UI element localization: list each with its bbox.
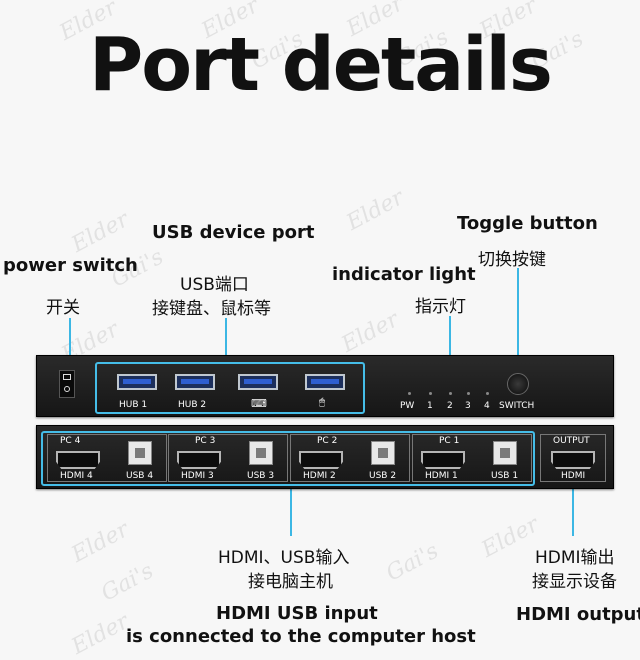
hdmi-usb-input-highlight	[41, 431, 535, 486]
power-switch-mark	[63, 374, 71, 380]
usb-hub1-port[interactable]	[117, 374, 157, 390]
indicator-light-cn: 指示灯	[415, 297, 466, 317]
indicator-2: 2	[447, 401, 453, 411]
usb2-label: USB 2	[369, 471, 397, 481]
toggle-button-cn: 切换按键	[478, 250, 546, 270]
usb-device-port-cn-2: 接键盘、鼠标等	[152, 299, 271, 319]
watermark-text: Elder	[337, 307, 404, 358]
usb4-port[interactable]	[128, 441, 152, 465]
usb-device-port-highlight	[95, 362, 365, 414]
hdmi1-label: HDMI 1	[425, 471, 458, 481]
usb3-port[interactable]	[249, 441, 273, 465]
indicator-led	[408, 392, 411, 395]
usb4-label: USB 4	[126, 471, 154, 481]
pc4-group: PC 4 HDMI 4 USB 4	[47, 434, 167, 482]
hdmi-usb-input-cn-2: 接电脑主机	[248, 572, 333, 592]
connector-line	[572, 488, 574, 536]
hdmi-usb-input-label-2: is connected to the computer host	[126, 626, 476, 647]
usb-hub1-label: HUB 1	[119, 400, 148, 410]
hdmi-output-label-text: HDMI output	[516, 604, 640, 625]
power-switch[interactable]	[59, 370, 75, 398]
indicator-4: 4	[484, 401, 490, 411]
usb3-label: USB 3	[247, 471, 275, 481]
indicator-3: 3	[465, 401, 471, 411]
indicator-1: 1	[427, 401, 433, 411]
power-switch-cn: 开关	[46, 298, 80, 318]
connector-line	[449, 316, 451, 366]
usb-hub2-label: HUB 2	[178, 400, 207, 410]
pc1-group: PC 1 HDMI 1 USB 1	[412, 434, 532, 482]
watermark-text: Elder	[67, 609, 134, 660]
toggle-switch-button[interactable]	[507, 373, 529, 395]
hdmi2-label: HDMI 2	[303, 471, 336, 481]
power-switch-mark	[64, 386, 70, 392]
usb-mouse-port[interactable]	[305, 374, 345, 390]
hdmi-usb-input-label: HDMI USB input	[216, 603, 378, 624]
output-label: OUTPUT	[553, 436, 590, 446]
hdmi-usb-input-cn: HDMI、USB输入	[218, 548, 350, 568]
indicator-led	[449, 392, 452, 395]
pc3-label: PC 3	[195, 436, 216, 446]
pc4-label: PC 4	[60, 436, 81, 446]
connector-line	[517, 268, 519, 368]
usb-device-port-cn: USB端口	[180, 275, 249, 295]
usb2-port[interactable]	[371, 441, 395, 465]
power-switch-label: power switch	[3, 255, 138, 276]
hdmi3-label: HDMI 3	[181, 471, 214, 481]
pc2-label: PC 2	[317, 436, 338, 446]
usb-device-port-label: USB device port	[152, 222, 315, 243]
hdmi-output-cn-2: 接显示设备	[532, 572, 617, 592]
indicator-led	[429, 392, 432, 395]
page-title: Port details	[89, 22, 553, 108]
switch-label: SWITCH	[499, 401, 535, 411]
connector-line	[290, 488, 292, 536]
watermark-text: Elder	[342, 185, 409, 236]
hdmi2-port[interactable]	[299, 451, 343, 469]
indicator-light-label: indicator light	[332, 264, 476, 285]
indicator-led	[467, 392, 470, 395]
hdmi4-label: HDMI 4	[60, 471, 93, 481]
usb-keyboard-port[interactable]	[238, 374, 278, 390]
usb1-label: USB 1	[491, 471, 519, 481]
watermark-text: Gai's	[97, 558, 158, 607]
hdmi-output-port[interactable]	[551, 451, 595, 469]
watermark-text: Gai's	[382, 538, 443, 587]
watermark-text: Elder	[67, 517, 134, 568]
usb1-port[interactable]	[493, 441, 517, 465]
mouse-icon: 🖱	[319, 397, 325, 408]
hdmi-output-cn: HDMI输出	[535, 548, 615, 568]
usb-hub2-port[interactable]	[175, 374, 215, 390]
watermark-text: Elder	[477, 512, 544, 563]
front-panel: HUB 1 HUB 2 ⌨ 🖱 PW 1 2 3 4 SWITCH	[36, 355, 614, 417]
pc3-group: PC 3 HDMI 3 USB 3	[168, 434, 288, 482]
connector-line	[69, 318, 71, 362]
output-group: OUTPUT HDMI	[540, 434, 606, 482]
toggle-button-label: Toggle button	[457, 213, 598, 234]
rear-panel: PC 4 HDMI 4 USB 4 PC 3 HDMI 3 USB 3 PC 2…	[36, 425, 614, 489]
hdmi4-port[interactable]	[56, 451, 100, 469]
watermark-text: Elder	[67, 207, 134, 258]
pc1-label: PC 1	[439, 436, 460, 446]
connector-line	[225, 318, 227, 360]
hdmi3-port[interactable]	[177, 451, 221, 469]
indicator-led	[486, 392, 489, 395]
pc2-group: PC 2 HDMI 2 USB 2	[290, 434, 410, 482]
hdmi-output-label: HDMI	[561, 471, 586, 481]
keyboard-icon: ⌨	[251, 397, 267, 410]
hdmi1-port[interactable]	[421, 451, 465, 469]
indicator-pw: PW	[400, 401, 415, 411]
